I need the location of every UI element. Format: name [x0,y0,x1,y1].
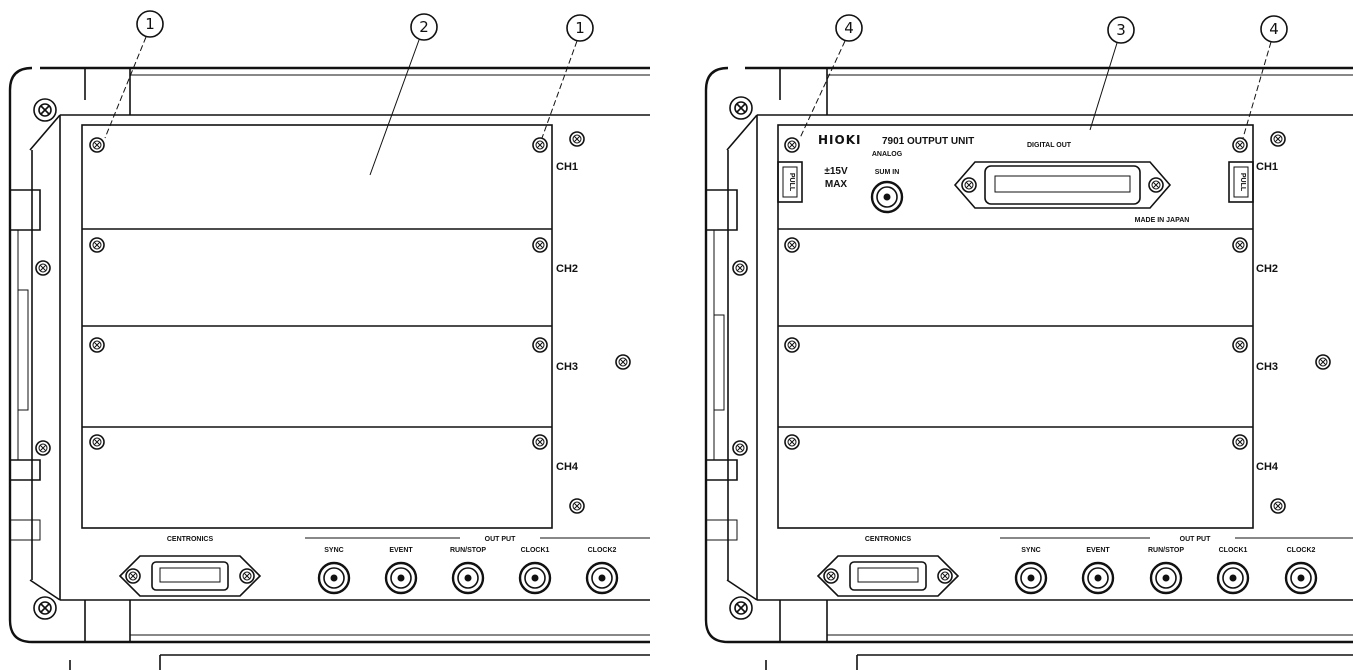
left-ch2-label: CH2 [556,263,578,275]
sum-in-label: SUM IN [875,169,900,176]
right-runstop-label: RUN/STOP [1148,547,1184,554]
max-label: MAX [825,179,848,190]
pull-tab-left-label: PULL [788,173,795,192]
callout-4-right: 4 [1269,20,1279,38]
unit-title-label: 7901 OUTPUT UNIT [882,136,974,147]
digital-out-label: DIGITAL OUT [1027,142,1072,149]
pull-tab-right-label: PULL [1239,173,1246,192]
right-panel-labels: 4 3 4 HIOKI 7901 OUTPUT UNIT DIGITAL OUT… [788,19,1315,554]
left-runstop-label: RUN/STOP [450,547,486,554]
right-event-label: EVENT [1086,547,1110,554]
callout-4-left: 4 [844,19,854,37]
right-ch2-label: CH2 [1256,263,1278,275]
left-clock2-label: CLOCK2 [588,547,617,554]
left-ch1-label: CH1 [556,161,578,173]
callout-3: 3 [1116,21,1126,39]
callout-1-left: 1 [145,15,155,33]
callout-1-right: 1 [575,19,585,37]
right-centronics-label: CENTRONICS [865,536,912,543]
left-centronics-label: CENTRONICS [167,536,214,543]
right-clock2-label: CLOCK2 [1287,547,1316,554]
right-panel-drawing [706,15,1353,670]
left-event-label: EVENT [389,547,413,554]
right-ch3-label: CH3 [1256,361,1278,373]
callout-2: 2 [419,18,429,36]
right-clock1-label: CLOCK1 [1219,547,1248,554]
left-output-label: OUT PUT [485,536,516,543]
made-in-japan-label: MADE IN JAPAN [1135,217,1190,224]
voltage-label: ±15V [824,166,848,177]
analog-label: ANALOG [872,151,903,158]
left-clock1-label: CLOCK1 [521,547,550,554]
right-ch4-label: CH4 [1256,461,1279,473]
right-ch1-label: CH1 [1256,161,1278,173]
left-ch4-label: CH4 [556,461,579,473]
left-sync-label: SYNC [324,547,343,554]
hioki-brand-label: HIOKI [818,133,861,147]
left-panel-labels: 1 2 1 CH1 CH2 CH3 CH4 CENTRONICS OUT PUT… [145,15,616,554]
right-sync-label: SYNC [1021,547,1040,554]
right-output-label: OUT PUT [1180,536,1211,543]
left-ch3-label: CH3 [556,361,578,373]
left-panel-drawing [10,11,650,670]
